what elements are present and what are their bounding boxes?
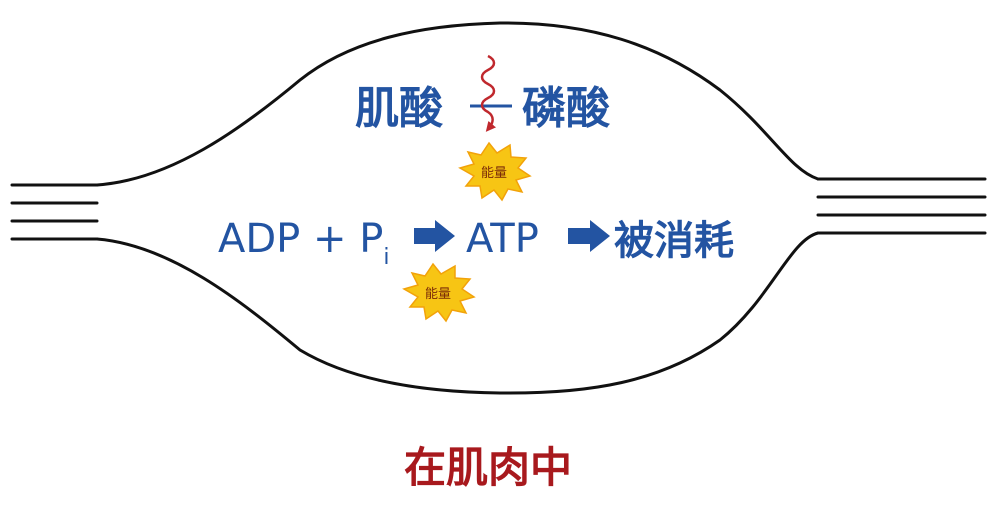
burst-1-label: 能量: [481, 166, 507, 181]
burst-2-label: 能量: [425, 287, 451, 302]
adp-plus-p-label: ADP + Pi: [218, 216, 389, 270]
energy-burst-1: 能量: [458, 141, 532, 202]
right-arrow-2: [568, 220, 610, 252]
muscle-belly-top: [95, 21, 820, 187]
creatine-label: 肌酸: [355, 83, 444, 134]
right-arrow-1: [414, 220, 455, 252]
muscle-belly-bottom: [95, 231, 820, 395]
atp-label: ATP: [466, 216, 539, 262]
energy-burst-2: 能量: [402, 262, 476, 323]
burst-2-shape: [402, 262, 476, 323]
pi-subscript: i: [383, 245, 389, 270]
energy-release-arrow: [480, 54, 497, 132]
phosphate-label: 磷酸: [522, 83, 611, 134]
caption: 在肌肉中: [404, 443, 572, 492]
consumed-label: 被消耗: [614, 218, 734, 264]
muscle-outline: [10, 21, 987, 395]
adp-plus-p-text: ADP + P: [218, 216, 383, 262]
burst-1-shape: [458, 141, 532, 202]
